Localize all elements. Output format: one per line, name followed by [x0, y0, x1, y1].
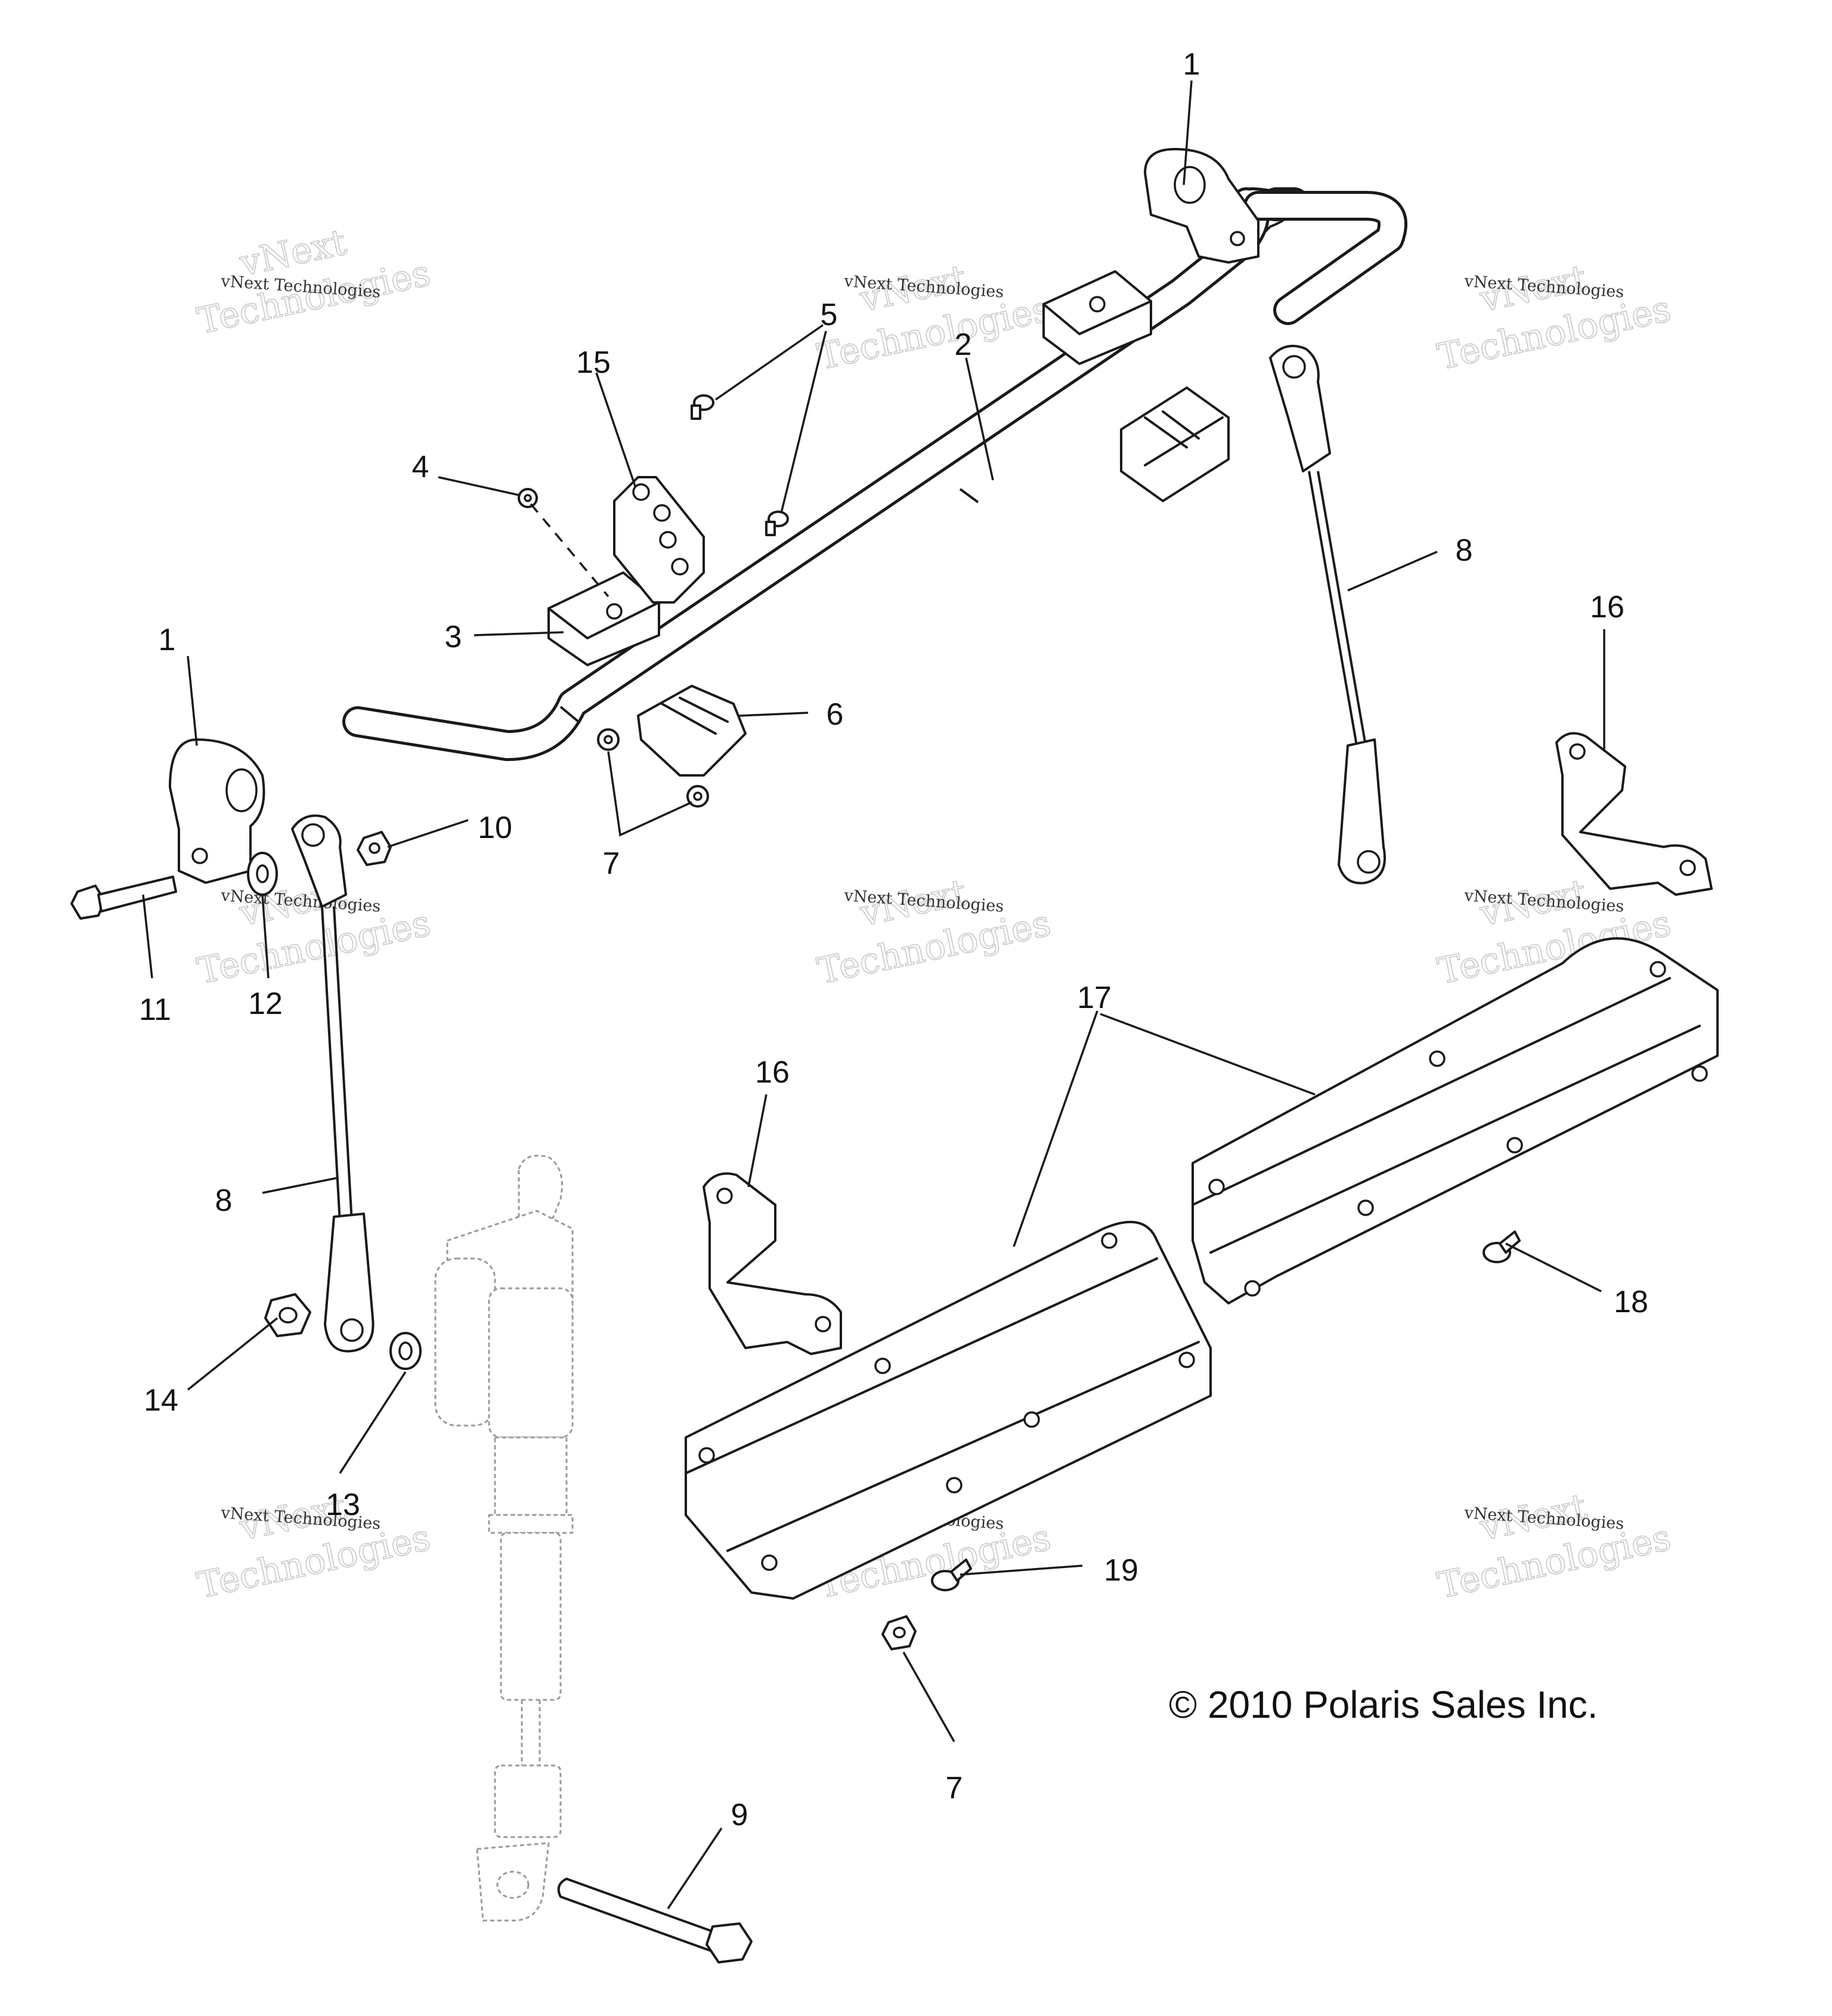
washer-12[interactable] [247, 852, 278, 896]
bracket-16-left[interactable] [703, 1172, 842, 1355]
callout-5: 5 [821, 298, 838, 332]
leader-12 [261, 894, 270, 979]
stabilizer-bar-end-fill [1246, 194, 1404, 322]
leader-3 [474, 631, 564, 636]
leader-11 [142, 894, 153, 979]
bolt-18[interactable] [1483, 1230, 1521, 1263]
watermark-bottom-left: vNext Technologies [193, 1485, 435, 1607]
callout-7: 7 [603, 846, 620, 881]
watermark-bottom-right: vNext Technologies [1434, 1485, 1675, 1607]
bushing-13[interactable] [389, 1332, 422, 1370]
callout-9: 9 [731, 1798, 748, 1832]
bar-seam [959, 488, 979, 503]
nut-14[interactable] [264, 1293, 311, 1337]
nut-7-upper[interactable] [597, 728, 620, 751]
bracket-16-right[interactable] [1555, 732, 1713, 896]
leader-1b [187, 655, 198, 746]
callout-16: 16 [755, 1055, 790, 1090]
nut-7-lower[interactable] [686, 785, 709, 808]
leader-8b [262, 1177, 338, 1194]
shock-absorber [434, 1155, 574, 1922]
leader-2 [965, 357, 994, 481]
leader-5a [715, 324, 824, 401]
leader-18 [1505, 1242, 1602, 1293]
callout-12: 12 [248, 987, 283, 1021]
callout-13: 13 [326, 1488, 360, 1522]
bushing-right-upper[interactable] [1042, 270, 1152, 365]
rail-plate-right[interactable] [1192, 937, 1719, 1304]
bolt-9[interactable] [557, 1878, 753, 1964]
watermark-top-center: vNext Technologies [813, 256, 1055, 378]
clamp-right-lower[interactable] [1120, 386, 1230, 502]
callout-1: 1 [159, 623, 176, 657]
callout-19: 19 [1104, 1553, 1138, 1588]
bar-seam [559, 706, 580, 723]
callout-17: 17 [1077, 981, 1112, 1015]
callout-8: 8 [1456, 533, 1473, 568]
leader-14 [187, 1317, 278, 1391]
callout-numbers: 1 1 2 3 4 5 6 7 7 8 8 9 10 11 12 13 14 1… [139, 47, 1648, 1832]
watermark-mid-center: vNext Technologies [813, 871, 1055, 992]
leader-9 [667, 1828, 723, 1909]
callout-15: 15 [576, 345, 611, 380]
bushing-3[interactable] [547, 571, 660, 666]
pivot-block-right[interactable] [1144, 148, 1260, 264]
callout-7: 7 [946, 1771, 963, 1805]
leader-5b [780, 330, 827, 514]
nut-7-bottom[interactable] [881, 1615, 917, 1650]
clamp-6[interactable] [637, 685, 747, 777]
callout-3: 3 [445, 620, 462, 654]
bolt-5-lower[interactable] [765, 511, 789, 536]
rail-plate-left[interactable] [685, 1220, 1212, 1600]
nut-4[interactable] [518, 488, 609, 598]
callout-2: 2 [955, 327, 972, 362]
bolt-19[interactable] [931, 1559, 972, 1591]
link-rod-left[interactable] [291, 814, 375, 1353]
leader-16b [747, 1094, 768, 1188]
callout-4: 4 [412, 450, 429, 484]
leader-15 [595, 372, 636, 487]
watermark-top-right: vNext Technologies [1434, 256, 1675, 378]
callout-6: 6 [827, 697, 844, 732]
bolt-11[interactable] [70, 876, 177, 920]
leader-19 [960, 1564, 1083, 1576]
callout-1: 1 [1183, 47, 1200, 82]
leader-10 [387, 819, 469, 848]
leader-8a [1347, 551, 1438, 592]
clamp-15[interactable] [613, 476, 705, 604]
callout-14: 14 [144, 1383, 178, 1418]
callout-11: 11 [139, 992, 171, 1027]
leader-7b [902, 1652, 955, 1742]
nut-10[interactable] [357, 831, 392, 866]
leader-17b [1100, 1013, 1316, 1096]
callout-16: 16 [1590, 590, 1624, 624]
leader-6 [739, 712, 809, 717]
leader-17a [1013, 1010, 1098, 1247]
copyright-notice: © 2010 Polaris Sales Inc. [1169, 1683, 1598, 1726]
leader-lines [142, 80, 1605, 1909]
leader-7a [607, 751, 692, 837]
bolt-5-upper[interactable] [691, 394, 714, 420]
pivot-block-left[interactable] [169, 738, 265, 884]
callout-8: 8 [215, 1183, 233, 1218]
callout-10: 10 [478, 811, 512, 845]
callout-18: 18 [1614, 1285, 1648, 1319]
leader-1a [1183, 80, 1193, 185]
leader-4 [438, 476, 519, 496]
link-rod-right[interactable] [1269, 345, 1386, 885]
leader-13 [339, 1371, 407, 1474]
